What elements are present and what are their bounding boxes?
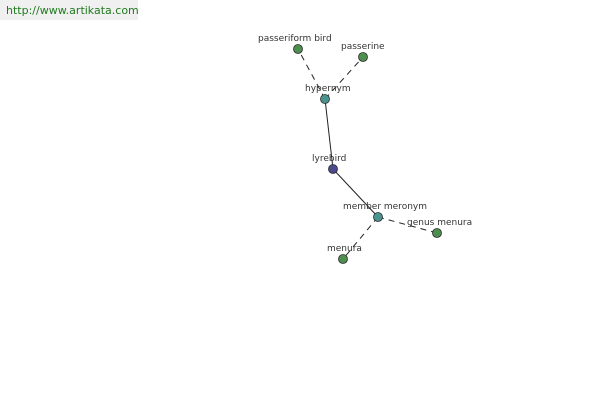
node-lyrebird[interactable] (328, 164, 338, 174)
edge-hypernym-to-passerine (324, 56, 364, 100)
node-passeriform-bird[interactable] (293, 44, 303, 54)
label-lyrebird[interactable]: lyrebird (312, 154, 346, 164)
label-menura[interactable]: menura (327, 244, 362, 254)
node-genus-menura[interactable] (432, 228, 442, 238)
node-member-meronym[interactable] (373, 212, 383, 222)
node-menura[interactable] (338, 254, 348, 264)
edge-hypernym-to-passeriform-bird (297, 48, 326, 100)
edge-lyrebird-to-member-meronym (332, 168, 379, 218)
label-passeriform-bird[interactable]: passeriform bird (258, 34, 332, 44)
label-genus-menura[interactable]: genus menura (407, 218, 472, 228)
node-passerine[interactable] (358, 52, 368, 62)
url-banner: http://www.artikata.com (0, 0, 139, 20)
site-url-link[interactable]: http://www.artikata.com (6, 4, 139, 17)
label-hypernym[interactable]: hypernym (305, 84, 351, 94)
label-passerine[interactable]: passerine (341, 42, 385, 52)
label-member-meronym[interactable]: member meronym (343, 202, 427, 212)
edge-member-meronym-to-menura (342, 216, 379, 260)
edge-lyrebird-to-hypernym (324, 98, 334, 170)
node-hypernym[interactable] (320, 94, 330, 104)
